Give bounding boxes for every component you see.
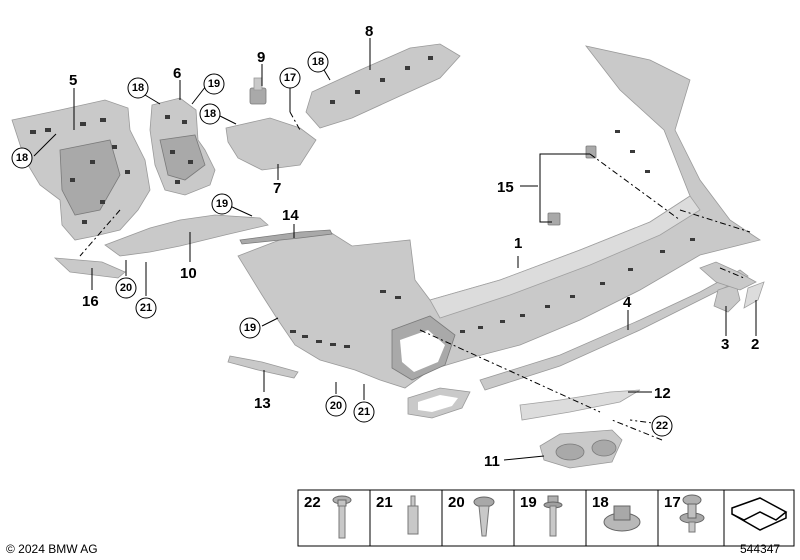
part-14-strip [239, 229, 333, 245]
callout-6: 6 [173, 65, 181, 82]
circle-ref-18: 18 [199, 103, 221, 125]
circle-ref-21: 21 [135, 297, 157, 319]
part-9-clip [249, 77, 267, 105]
part-4-strip [479, 269, 749, 391]
part-6-bracket [149, 97, 216, 196]
part-12-trim [407, 387, 641, 421]
circle-ref-19: 19 [203, 73, 225, 95]
legend-label-18: 18 [592, 494, 609, 511]
callout-8: 8 [365, 23, 373, 40]
installation-symbol-icon [731, 497, 788, 531]
callout-3: 3 [721, 336, 729, 353]
clip-17-icon [679, 494, 705, 533]
bolt-19-icon [543, 495, 563, 537]
circle-ref-18: 18 [307, 51, 329, 73]
svg-text:18: 18 [204, 108, 216, 120]
bolt-22-icon [332, 495, 352, 539]
callout-1: 1 [514, 235, 522, 252]
svg-text:18: 18 [16, 152, 28, 164]
legend-label-21: 21 [376, 494, 393, 511]
callout-13: 13 [254, 395, 271, 412]
callout-12: 12 [654, 385, 671, 402]
callout-5: 5 [69, 72, 77, 89]
circle-ref-22: 22 [651, 415, 673, 437]
svg-text:18: 18 [312, 56, 324, 68]
part-right-sensor-bracket [699, 261, 757, 291]
legend-label-17: 17 [664, 494, 681, 511]
callout-4: 4 [623, 294, 632, 311]
svg-text:17: 17 [284, 72, 296, 84]
nut-18-icon [603, 505, 641, 532]
svg-text:18: 18 [132, 82, 144, 94]
part-11-exhaust [539, 429, 623, 469]
callout-7: 7 [273, 180, 281, 197]
circle-ref-18: 18 [11, 147, 33, 169]
svg-text:19: 19 [244, 322, 256, 334]
part-16-trim [53, 257, 126, 279]
svg-text:20: 20 [330, 400, 342, 412]
rivet-21-icon [407, 495, 419, 535]
callout-numbers: 1 2 3 4 5 6 7 8 9 10 11 12 13 14 15 16 [69, 23, 759, 470]
callout-14: 14 [282, 207, 299, 224]
svg-text:20: 20 [120, 282, 132, 294]
callout-11: 11 [484, 453, 500, 470]
circle-ref-18: 18 [127, 77, 149, 99]
circle-ref-19: 19 [239, 317, 261, 339]
part-13-trim [227, 355, 299, 379]
part-7-cover [225, 117, 317, 171]
svg-text:19: 19 [216, 198, 228, 210]
svg-text:21: 21 [358, 406, 370, 418]
diagram-id: 544347 [740, 542, 780, 556]
assembly-lines [79, 111, 751, 413]
circle-ref-17: 17 [279, 67, 301, 89]
copyright-text: © 2024 BMW AG [6, 542, 98, 556]
svg-text:21: 21 [140, 302, 152, 314]
fastener-legend: 22 21 20 19 18 17 [297, 489, 795, 547]
circle-ref-20: 20 [325, 395, 347, 417]
circle-ref-20: 20 [115, 277, 137, 299]
callout-9: 9 [257, 49, 265, 66]
part-5-bracket [11, 99, 151, 241]
circle-ref-19: 19 [211, 193, 233, 215]
part-10-bracket [104, 214, 269, 257]
callout-16: 16 [82, 293, 99, 310]
legend-label-20: 20 [448, 494, 465, 511]
part-2-trim [743, 281, 765, 309]
legend-label-22: 22 [304, 494, 321, 511]
part-15-clips [547, 145, 597, 226]
legend-label-19: 19 [520, 494, 537, 511]
circled-references: 18 18 19 18 17 18 19 20 21 19 20 21 22 [11, 51, 673, 437]
part-8-bracket [305, 43, 461, 129]
callout-10: 10 [180, 265, 197, 282]
part-1-bumper-panel [237, 45, 761, 389]
svg-text:22: 22 [656, 420, 668, 432]
callout-15: 15 [497, 179, 514, 196]
screw-20-icon [473, 496, 495, 537]
circle-ref-21: 21 [353, 401, 375, 423]
callout-2: 2 [751, 336, 759, 353]
svg-text:19: 19 [208, 78, 220, 90]
